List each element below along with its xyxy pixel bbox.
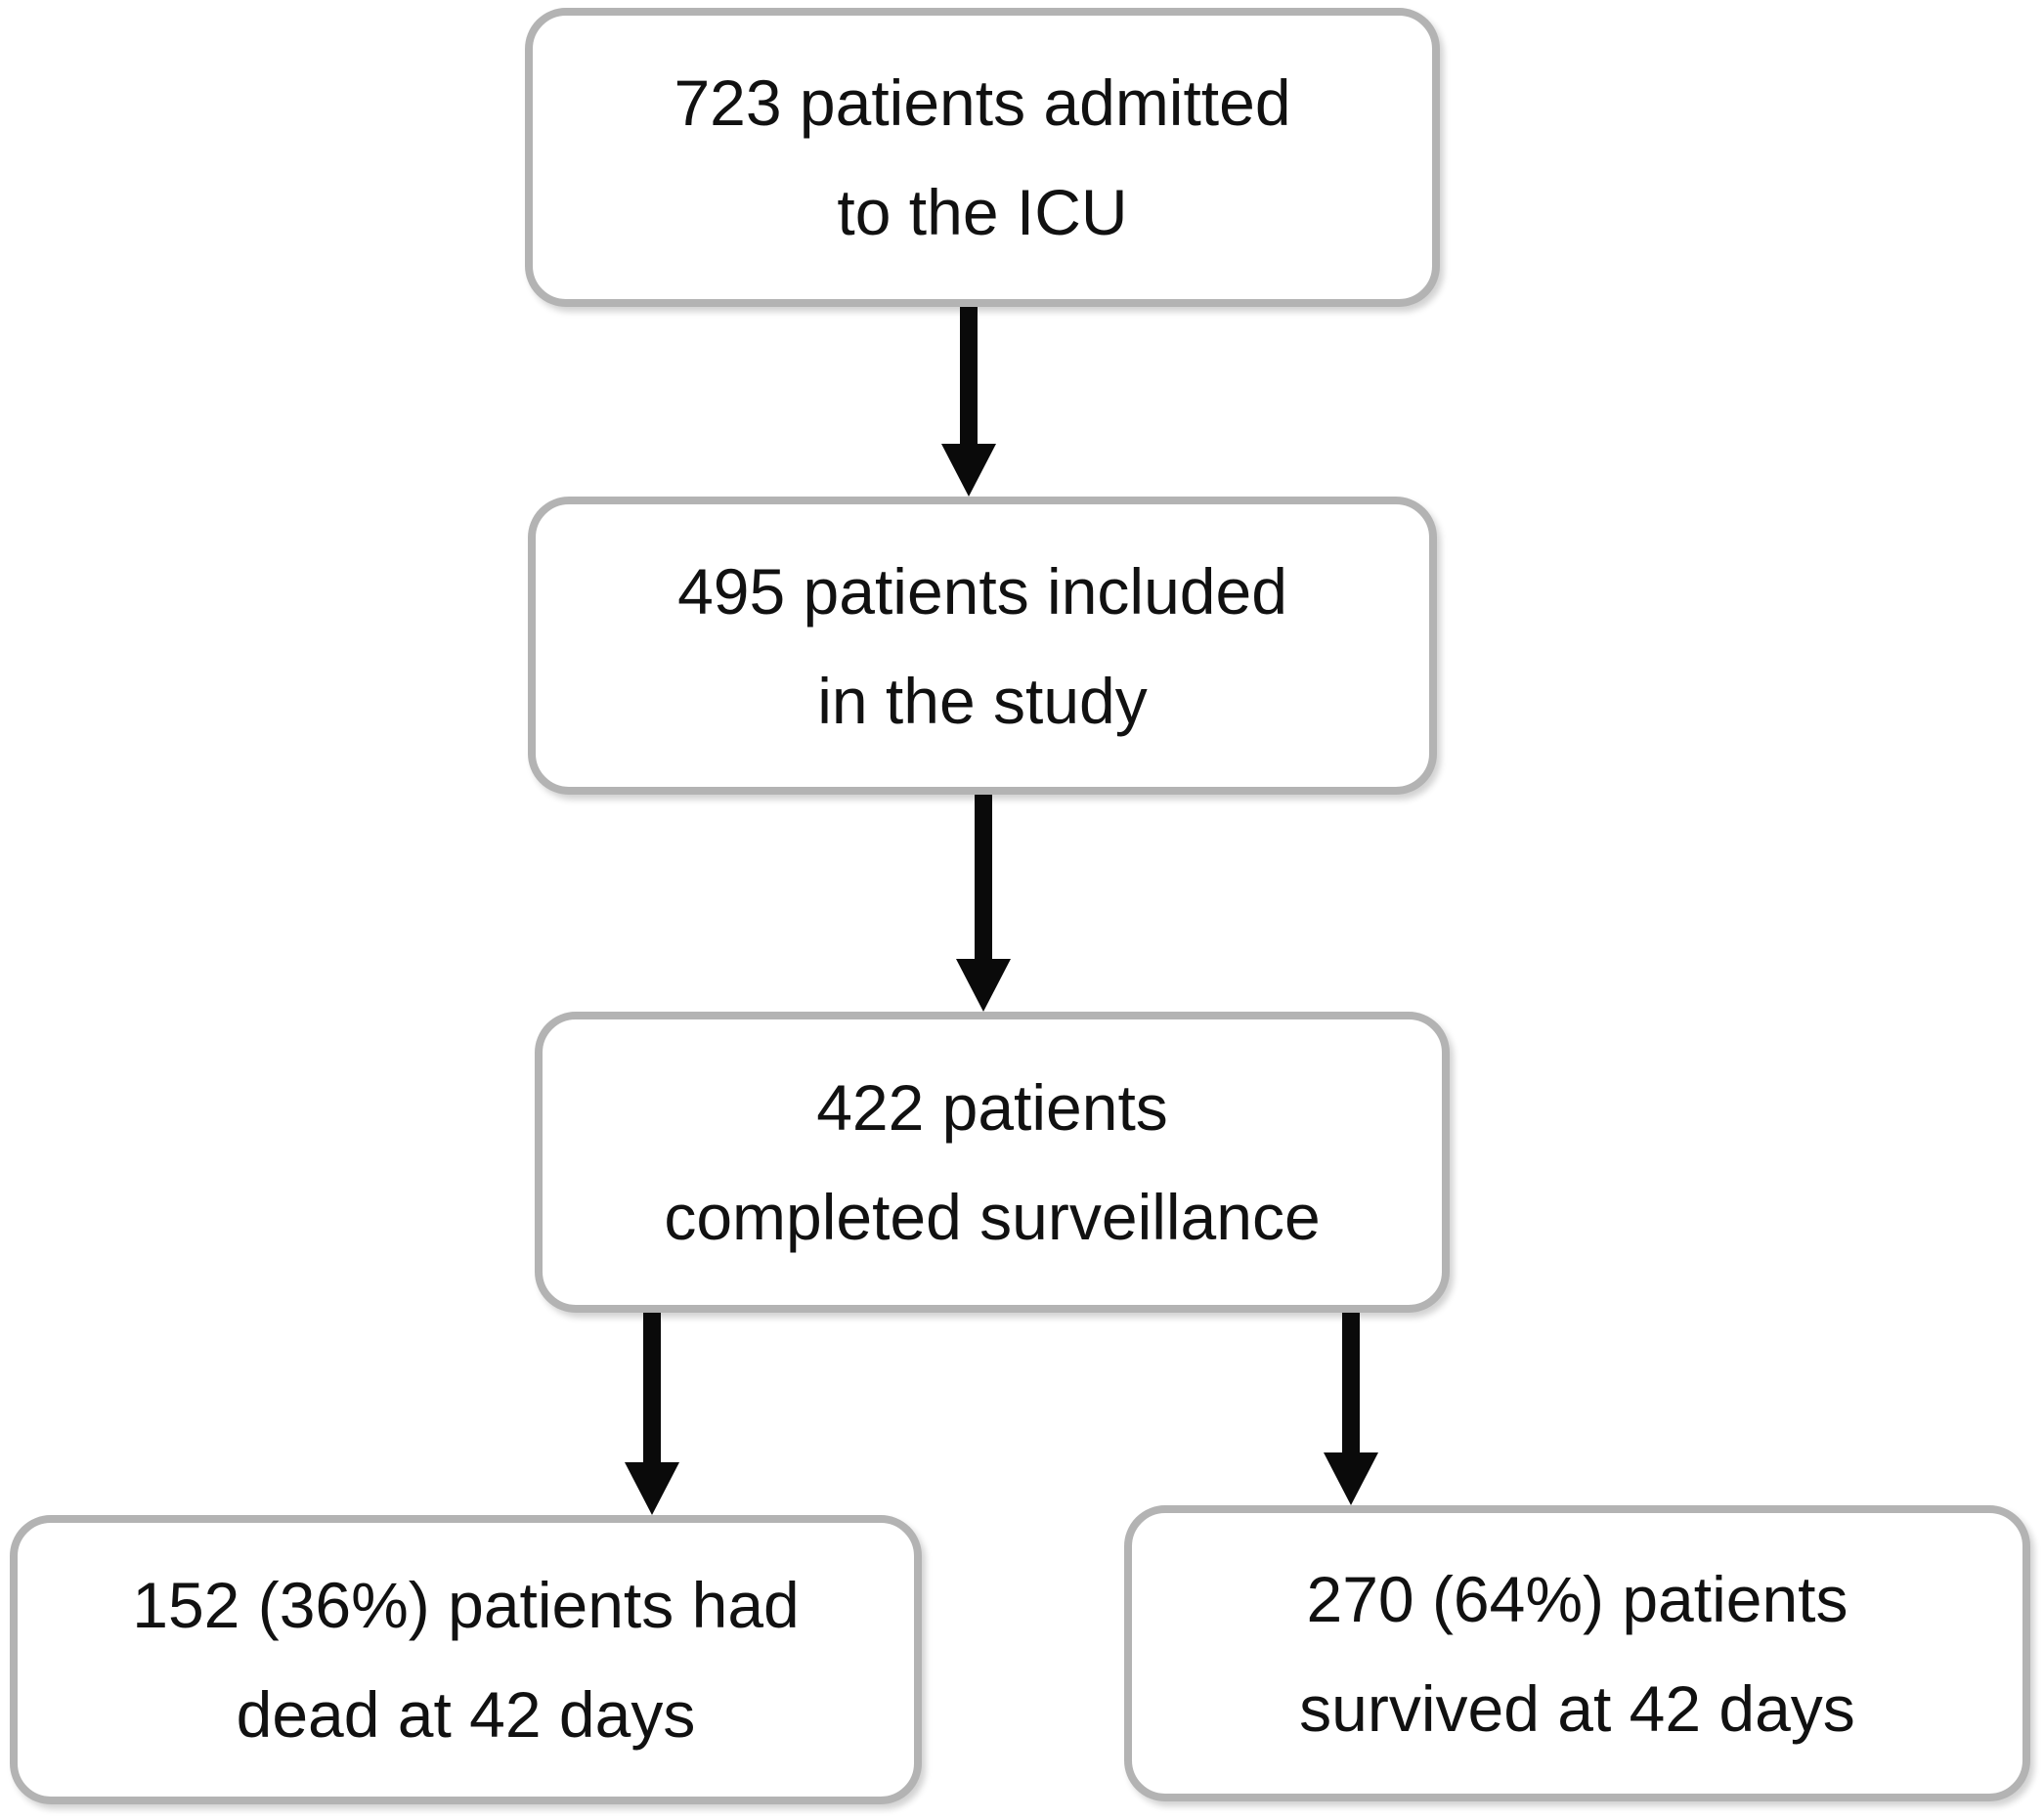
node-text-line: in the study: [817, 664, 1148, 737]
node-text-line: dead at 42 days: [236, 1678, 696, 1751]
node-text-line: completed surveillance: [664, 1181, 1321, 1253]
node-patients-included: 495 patients included in the study: [528, 497, 1437, 795]
arrow-stem: [643, 1313, 661, 1466]
arrow-head: [625, 1462, 679, 1515]
node-text-line: 422 patients: [816, 1071, 1168, 1144]
node-text-line: survived at 42 days: [1299, 1671, 1855, 1745]
arrow-stem: [960, 307, 978, 448]
node-patients-survived: 270 (64%) patients survived at 42 days: [1124, 1505, 2030, 1801]
arrow-stem: [1342, 1313, 1360, 1456]
node-text-line: to the ICU: [837, 176, 1128, 248]
arrow-head: [956, 959, 1011, 1012]
node-completed-surveillance: 422 patients completed surveillance: [535, 1012, 1450, 1313]
arrow-head: [1324, 1452, 1378, 1505]
node-text-line: 270 (64%) patients: [1306, 1562, 1848, 1635]
node-patients-dead: 152 (36%) patients had dead at 42 days: [10, 1515, 922, 1804]
node-text-line: 723 patients admitted: [674, 66, 1291, 139]
node-patients-admitted: 723 patients admitted to the ICU: [525, 8, 1440, 307]
node-text-line: 152 (36%) patients had: [132, 1569, 800, 1641]
arrow-stem: [975, 795, 992, 963]
arrow-head: [941, 444, 996, 497]
node-text-line: 495 patients included: [677, 554, 1287, 628]
